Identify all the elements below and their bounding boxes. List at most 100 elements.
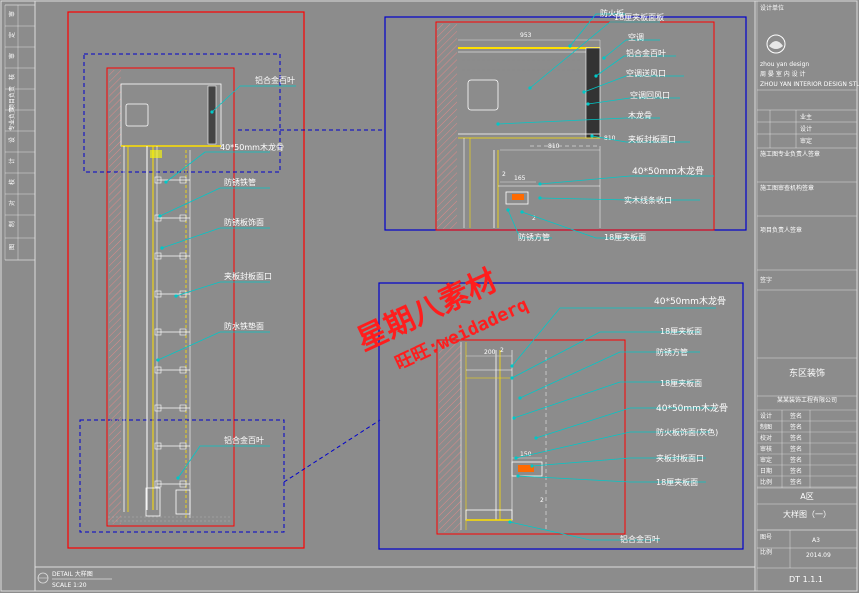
left-label-timber: 40*50mm木龙骨 xyxy=(220,142,284,152)
bottom-inner-frame xyxy=(436,339,626,535)
footer-label: DETAIL 大样图 SCALE 1:20 xyxy=(37,570,112,589)
strip-label: 计 xyxy=(8,158,16,164)
tb-scale-label: 比例 xyxy=(760,548,772,556)
tb-info-label: 审核 xyxy=(760,445,772,453)
bot-label-panel_edge: 夹板封板面口 xyxy=(656,453,704,463)
strip-label: 项目负责 xyxy=(8,86,16,110)
company-logo xyxy=(766,34,786,54)
top-detail: 953 810 810 2 165 2 防火板18厘夹板面板空调铝合金百叶空调送风口空调回… xyxy=(384,8,747,242)
strip-label: 核 xyxy=(8,74,16,80)
left-label-pipe: 防锈铁管 xyxy=(224,177,256,187)
strip-label: 审 xyxy=(8,53,16,59)
top-label-timber_joist: 木龙骨 xyxy=(628,110,652,120)
bot-label-fire_board: 防火板饰面(灰色) xyxy=(656,427,718,437)
top-label-air_return: 空调回风口 xyxy=(630,90,670,100)
tb-row-top: 业主 xyxy=(800,113,812,121)
top-dim-3: 810 xyxy=(548,143,560,150)
tb-project-sub: 某某装饰工程有限公司 xyxy=(777,396,837,404)
tb-date-val: 2014.09 xyxy=(806,552,831,559)
left-label-al_window_bottom: 铝合金百叶 xyxy=(224,435,264,445)
tb-info-value: 签名 xyxy=(790,412,802,420)
tb-section1: 施工图专业负责人签章 xyxy=(760,150,820,158)
tb-drawing-no-label: 图号 xyxy=(760,534,772,541)
tb-info-value: 签名 xyxy=(790,467,802,475)
top-label-gap: 空调 xyxy=(628,32,644,42)
left-inner-frame xyxy=(106,67,235,527)
left-wall-hatch xyxy=(109,70,121,524)
top-dim-4: 165 xyxy=(514,175,526,182)
top-dim-2: 2 xyxy=(502,171,506,178)
strip-label: 定 xyxy=(8,32,16,38)
tb-info-label: 日期 xyxy=(760,467,772,475)
bot-dim-3: 2 xyxy=(540,497,544,504)
tb-row-top: 设计 xyxy=(800,125,812,133)
bot-dim-1: 2 xyxy=(500,347,504,354)
top-label-panel_edge: 夹板封板面口 xyxy=(628,134,676,144)
top-label-plywood_18: 18厘夹板面板 xyxy=(614,12,664,22)
bot-label-plywood_3: 18厘夹板面 xyxy=(656,477,698,487)
top-label-plywood_bottom: 18厘夹板面 xyxy=(604,232,646,242)
strip-label: 审 xyxy=(8,11,16,17)
detail-scale: SCALE 1:20 xyxy=(52,582,87,589)
tb-section2: 施工图审查机构签章 xyxy=(760,184,814,192)
tb-info-label: 校对 xyxy=(760,434,772,442)
strip-label: 制 xyxy=(8,221,16,227)
tb-info-value: 签名 xyxy=(790,445,802,453)
top-wall-hatch xyxy=(437,24,457,229)
tb-info-label: 制图 xyxy=(760,423,772,431)
top-dim-0: 953 xyxy=(520,32,532,39)
tb-info-value: 签名 xyxy=(790,434,802,442)
strip-label: 校 xyxy=(8,179,16,185)
tb-info-label: 设计 xyxy=(760,412,772,420)
bot-label-timber_2: 40*50mm木龙骨 xyxy=(656,402,728,414)
bot-label-plywood_1: 18厘夹板面 xyxy=(660,326,702,336)
bot-label-al_window: 铝合金百叶 xyxy=(620,534,660,544)
top-label-top_board: 防火板 xyxy=(600,8,624,18)
top-dim-1: 810 xyxy=(604,135,616,142)
left-label-panel: 夹板封板面口 xyxy=(224,271,272,281)
top-label-steel_pipe: 防锈方管 xyxy=(518,232,550,242)
tb-drawing-name: 大样图（一） xyxy=(783,509,831,519)
tb-info-value: 签名 xyxy=(790,423,802,431)
top-label-al_window: 铝合金百叶 xyxy=(626,48,666,58)
tb-info-value: 签名 xyxy=(790,456,802,464)
left-label-drain: 防水铁垫面 xyxy=(224,321,264,331)
tb-row-top: 审定 xyxy=(800,137,812,145)
tb-company-cn: 周 晏 室 内 设 计 xyxy=(760,70,806,78)
tb-sheet-no: DT 1.1.1 xyxy=(789,575,823,584)
strip-label: 设 xyxy=(8,137,16,143)
tb-section3: 项目负责人签章 xyxy=(760,226,802,234)
bottom-detail-frame xyxy=(378,282,744,550)
top-dim-5: 2 xyxy=(532,215,536,222)
strip-label: 图 xyxy=(9,244,16,250)
tb-area: A区 xyxy=(800,492,813,501)
top-label-air_outlet: 空调送风口 xyxy=(626,68,666,78)
strip-label: 对 xyxy=(8,200,16,206)
bottom-wall-hatch xyxy=(439,342,461,532)
tb-info-value: 签名 xyxy=(790,478,802,486)
tb-company-logo-text: zhou yan design xyxy=(760,61,809,68)
strip-label: 专业负责 xyxy=(8,107,16,131)
bot-label-plywood_2: 18厘夹板面 xyxy=(660,378,702,388)
top-label-screw: 实木线条收口 xyxy=(624,195,672,205)
tb-project-name: 东区装饰 xyxy=(789,367,825,379)
bot-dim-0: 200 xyxy=(484,349,496,356)
tb-info-label: 比例 xyxy=(760,478,772,486)
tb-section4: 签字 xyxy=(760,276,772,284)
bot-label-timber_1: 40*50mm木龙骨 xyxy=(654,295,726,307)
bot-dim-2: 150 xyxy=(520,451,532,458)
left-callout-bottom xyxy=(79,419,285,533)
tb-info-label: 审定 xyxy=(760,456,772,464)
bot-label-pipe: 防锈方管 xyxy=(656,347,688,357)
top-label-timber_40x50: 40*50mm木龙骨 xyxy=(632,165,704,177)
left-label-eco_board: 防锈板饰面 xyxy=(224,217,264,227)
tb-scale-val: A3 xyxy=(812,537,820,544)
top-inner-frame xyxy=(435,21,715,231)
